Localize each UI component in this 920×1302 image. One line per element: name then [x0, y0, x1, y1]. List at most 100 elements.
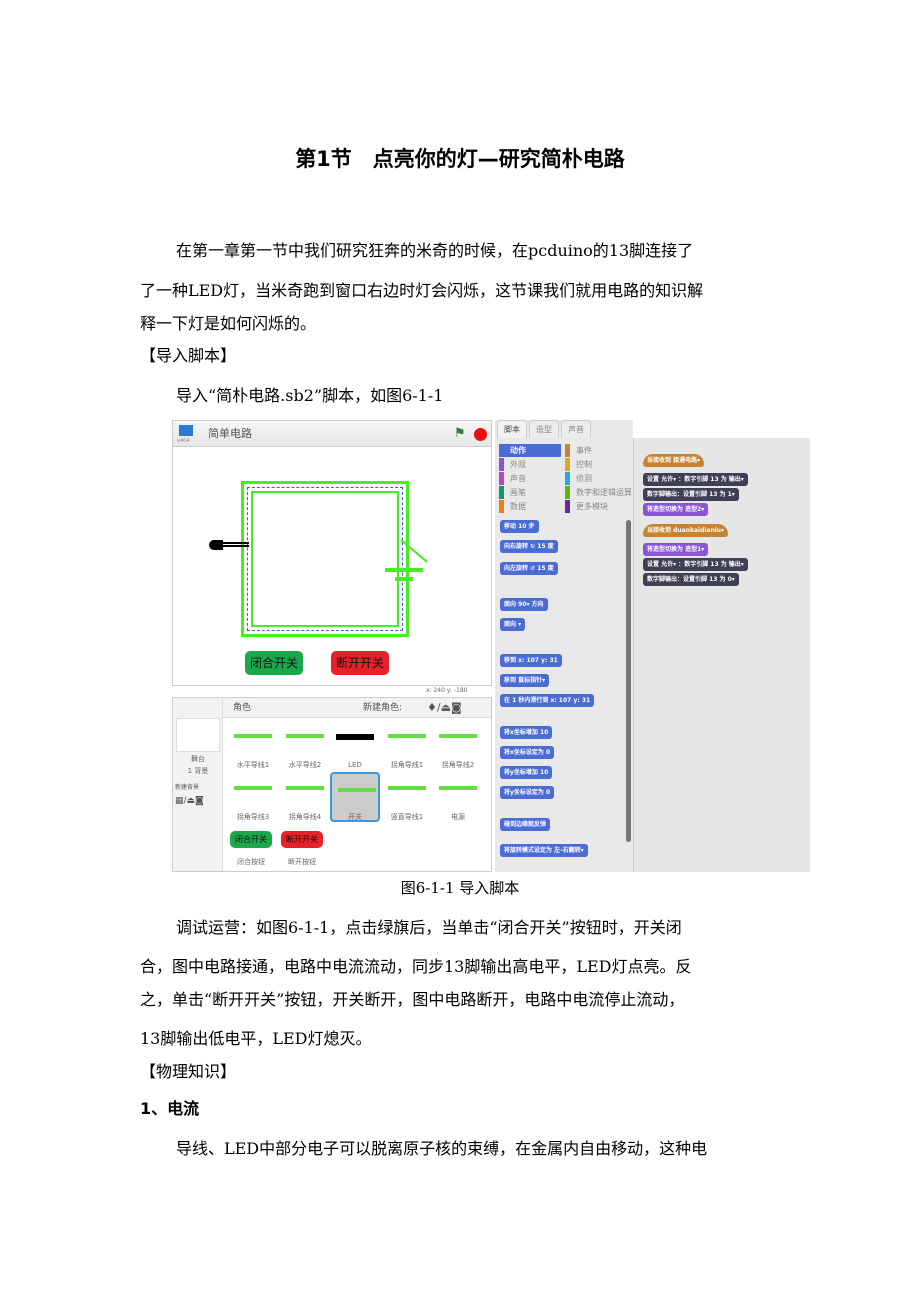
sprite-label: 拐角导线2: [441, 761, 475, 769]
motion-block[interactable]: 面向 90▾ 方向: [500, 598, 548, 611]
motion-block[interactable]: 将x坐标设定为 0: [500, 746, 555, 759]
paragraph-line: 之，单击“断开开关”按钮，开关断开，图中电路断开，电路中电流停止流动，: [140, 990, 685, 1009]
category-7[interactable]: 数字和逻辑运算: [565, 486, 632, 499]
script-block[interactable]: 将造型切换为 造型2▾: [643, 503, 709, 516]
subsection-heading: 1、电流: [140, 1099, 200, 1118]
sprite-thumb-4[interactable]: [433, 720, 483, 760]
version-label: v404: [177, 438, 190, 444]
tab-scripts[interactable]: 脚本: [497, 420, 527, 438]
paragraph-line: 调试运营：如图6-1-1，点击绿旗后，当单击“闭合开关”按钮时，开关闭: [176, 918, 682, 937]
script-block[interactable]: 设置 允许▾ ：数字引脚 13 为 输出▾: [643, 473, 748, 486]
sprite-icon: [234, 786, 272, 790]
battery-short-plate: [395, 577, 413, 581]
category-3[interactable]: 控制: [565, 458, 627, 471]
open-switch-button[interactable]: 断开开关: [331, 651, 389, 675]
motion-block[interactable]: 向右旋转 ↻ 15 度: [500, 540, 558, 553]
current-path: [247, 487, 403, 631]
green-flag-icon[interactable]: ⚑: [454, 426, 466, 441]
page-title: 第1节 点亮你的灯—研究简朴电路: [295, 147, 625, 171]
sprite-label: 断开按钮: [288, 858, 316, 866]
fullscreen-icon[interactable]: [179, 425, 193, 436]
sprite-label: 闭合按钮: [237, 858, 265, 866]
stage-thumbnail[interactable]: [176, 718, 220, 752]
motion-block[interactable]: 移到 x: 107 y: 31: [500, 654, 562, 667]
sprite-icon: [234, 734, 272, 738]
category-5[interactable]: 侦测: [565, 472, 627, 485]
section-heading: 【导入脚本】: [140, 346, 237, 365]
sprite-thumb-7[interactable]: [330, 772, 380, 822]
stage-thumb-column: 舞台 1 背景 新建背景 ▦/⏏◙: [173, 698, 223, 871]
led-leads: [221, 542, 249, 547]
paragraph-line: 合，图中电路接通，电路中电流流动，同步13脚输出高电平，LED灯点亮。反: [140, 957, 692, 976]
tab-costumes[interactable]: 造型: [529, 420, 559, 438]
category-9[interactable]: 更多模块: [565, 500, 627, 513]
script-block[interactable]: 数字脚输出：设置引脚 13 为 1▾: [643, 488, 739, 501]
motion-block[interactable]: 移到 鼠标指针▾: [500, 674, 550, 687]
motion-block[interactable]: 向左旋转 ↺ 15 度: [500, 562, 558, 575]
script-block[interactable]: 设置 允许▾ ：数字引脚 13 为 输出▾: [643, 558, 748, 571]
motion-block[interactable]: 在 1 秒内滑行到 x: 107 y: 31: [500, 694, 595, 707]
motion-block[interactable]: 碰到边缘就反弹: [500, 818, 551, 831]
sprite-label: 开关: [348, 813, 362, 821]
motion-block[interactable]: 将x坐标增加 10: [500, 726, 553, 739]
sprite-label: 拐角导线1: [390, 761, 424, 769]
battery-long-plate: [385, 568, 423, 572]
motion-block[interactable]: 将y坐标增加 10: [500, 766, 553, 779]
new-backdrop-icons[interactable]: ▦/⏏◙: [175, 796, 204, 806]
new-sprite-icons[interactable]: ♦/⏏◙: [427, 701, 462, 714]
circuit-wire: [241, 481, 409, 637]
backdrop-count: 1 背景: [187, 767, 209, 775]
sprite-thumb-close-button[interactable]: 闭合开关: [230, 831, 272, 848]
sprite-icon: [286, 786, 324, 790]
script-block[interactable]: 当接收到 接通电路▾: [643, 454, 705, 467]
script-block[interactable]: 当接收到 duankaidianlu▾: [643, 524, 729, 537]
new-sprite-label: 新建角色:: [363, 703, 403, 713]
stage-label: 舞台: [191, 755, 205, 763]
paragraph-line: 13脚输出低电平，LED灯熄灭。: [140, 1029, 372, 1048]
motion-block[interactable]: 移动 10 步: [500, 520, 539, 533]
sprite-thumb-2[interactable]: [330, 720, 380, 760]
sprites-label: 角色: [233, 703, 252, 713]
sprite-thumb-8[interactable]: [382, 772, 432, 812]
block-palette: 脚本 造型 声音 动作事件外观控制声音侦测画笔数字和逻辑运算数据更多模块移动 1…: [495, 420, 633, 872]
sprite-thumb-open-button[interactable]: 断开开关: [281, 831, 323, 848]
category-0[interactable]: 动作: [499, 444, 561, 457]
led-icon: [209, 540, 223, 550]
sprite-thumb-5[interactable]: [228, 772, 278, 812]
stop-icon[interactable]: [474, 428, 487, 441]
scratch-screenshot: v404 简单电路 ⚑ 闭合开关 断开开关 x: 240 y: -180 舞台 …: [172, 420, 810, 872]
category-8[interactable]: 数据: [499, 500, 561, 513]
sprite-label: 水平导线2: [288, 761, 322, 769]
palette-scrollbar[interactable]: [626, 520, 631, 842]
sprite-icon: [286, 734, 324, 738]
sprite-thumb-3[interactable]: [382, 720, 432, 760]
category-6[interactable]: 画笔: [499, 486, 561, 499]
sprite-icon: [388, 786, 426, 790]
motion-block[interactable]: 将旋转模式设定为 左-右翻转▾: [500, 844, 588, 857]
sprite-thumb-0[interactable]: [228, 720, 278, 760]
sprite-label: LED: [348, 761, 362, 769]
sprite-label: 拐角导线3: [236, 813, 270, 821]
section-heading: 【物理知识】: [140, 1062, 237, 1081]
motion-block[interactable]: 面向 ▾: [500, 618, 526, 631]
new-backdrop-label: 新建背景: [175, 784, 200, 791]
motion-block[interactable]: 将y坐标设定为 0: [500, 786, 555, 799]
sprite-label: 拐角导线4: [288, 813, 322, 821]
paragraph-line: 在第一章第一节中我们研究狂奔的米奇的时候，在pcduino的13脚连接了: [176, 241, 694, 260]
sprite-thumb-6[interactable]: [280, 772, 330, 812]
sprite-thumb-1[interactable]: [280, 720, 330, 760]
category-1[interactable]: 事件: [565, 444, 627, 457]
script-block[interactable]: 数字脚输出：设置引脚 13 为 0▾: [643, 573, 739, 586]
sprite-icon: [338, 788, 376, 792]
sprite-icon: [336, 734, 374, 740]
script-block[interactable]: 将造型切换为 造型1▾: [643, 543, 709, 556]
tab-sounds[interactable]: 声音: [561, 420, 591, 438]
close-switch-button[interactable]: 闭合开关: [245, 651, 303, 675]
paragraph-line: 导入“简朴电路.sb2”脚本，如图6-1-1: [176, 386, 444, 405]
category-4[interactable]: 声音: [499, 472, 561, 485]
category-2[interactable]: 外观: [499, 458, 561, 471]
sprite-thumb-9[interactable]: [433, 772, 483, 812]
paragraph-line: 导线、LED中部分电子可以脱离原子核的束缚，在金属内自由移动，这种电: [176, 1139, 708, 1158]
paragraph-line: 了一种LED灯，当米奇跑到窗口右边时灯会闪烁，这节课我们就用电路的知识解: [140, 281, 704, 300]
